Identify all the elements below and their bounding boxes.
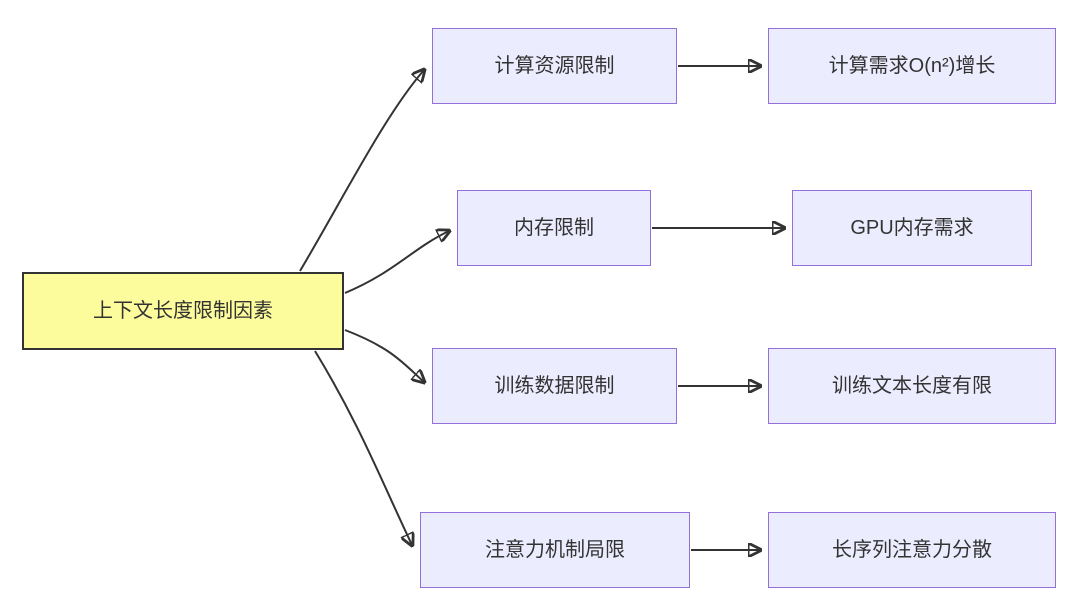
effect-node-4-label: 长序列注意力分散 bbox=[832, 538, 992, 561]
effect-node-1-label: 计算需求O(n²)增长 bbox=[828, 54, 996, 77]
cause-node-1: 计算资源限制 bbox=[432, 28, 677, 104]
edge-root-to-cause-4 bbox=[314, 350, 412, 545]
effect-node-4: 长序列注意力分散 bbox=[768, 512, 1056, 588]
root-node: 上下文长度限制因素 bbox=[22, 272, 344, 350]
cause-node-2: 内存限制 bbox=[457, 190, 651, 266]
edge-root-to-cause-2 bbox=[344, 231, 449, 294]
cause-node-1-label: 计算资源限制 bbox=[494, 54, 615, 77]
root-node-label: 上下文长度限制因素 bbox=[93, 299, 273, 322]
effect-node-2: GPU内存需求 bbox=[792, 190, 1032, 266]
cause-node-3-label: 训练数据限制 bbox=[494, 374, 615, 397]
edge-root-to-cause-1 bbox=[299, 70, 424, 272]
effect-node-1: 计算需求O(n²)增长 bbox=[768, 28, 1056, 104]
effect-node-3-label: 训练文本长度有限 bbox=[832, 374, 992, 397]
cause-node-2-label: 内存限制 bbox=[514, 216, 594, 239]
edge-root-to-cause-3 bbox=[344, 329, 424, 382]
cause-node-3: 训练数据限制 bbox=[432, 348, 677, 424]
effect-node-3: 训练文本长度有限 bbox=[768, 348, 1056, 424]
cause-node-4: 注意力机制局限 bbox=[420, 512, 690, 588]
effect-node-2-label: GPU内存需求 bbox=[850, 216, 974, 239]
cause-node-4-label: 注意力机制局限 bbox=[485, 538, 625, 561]
